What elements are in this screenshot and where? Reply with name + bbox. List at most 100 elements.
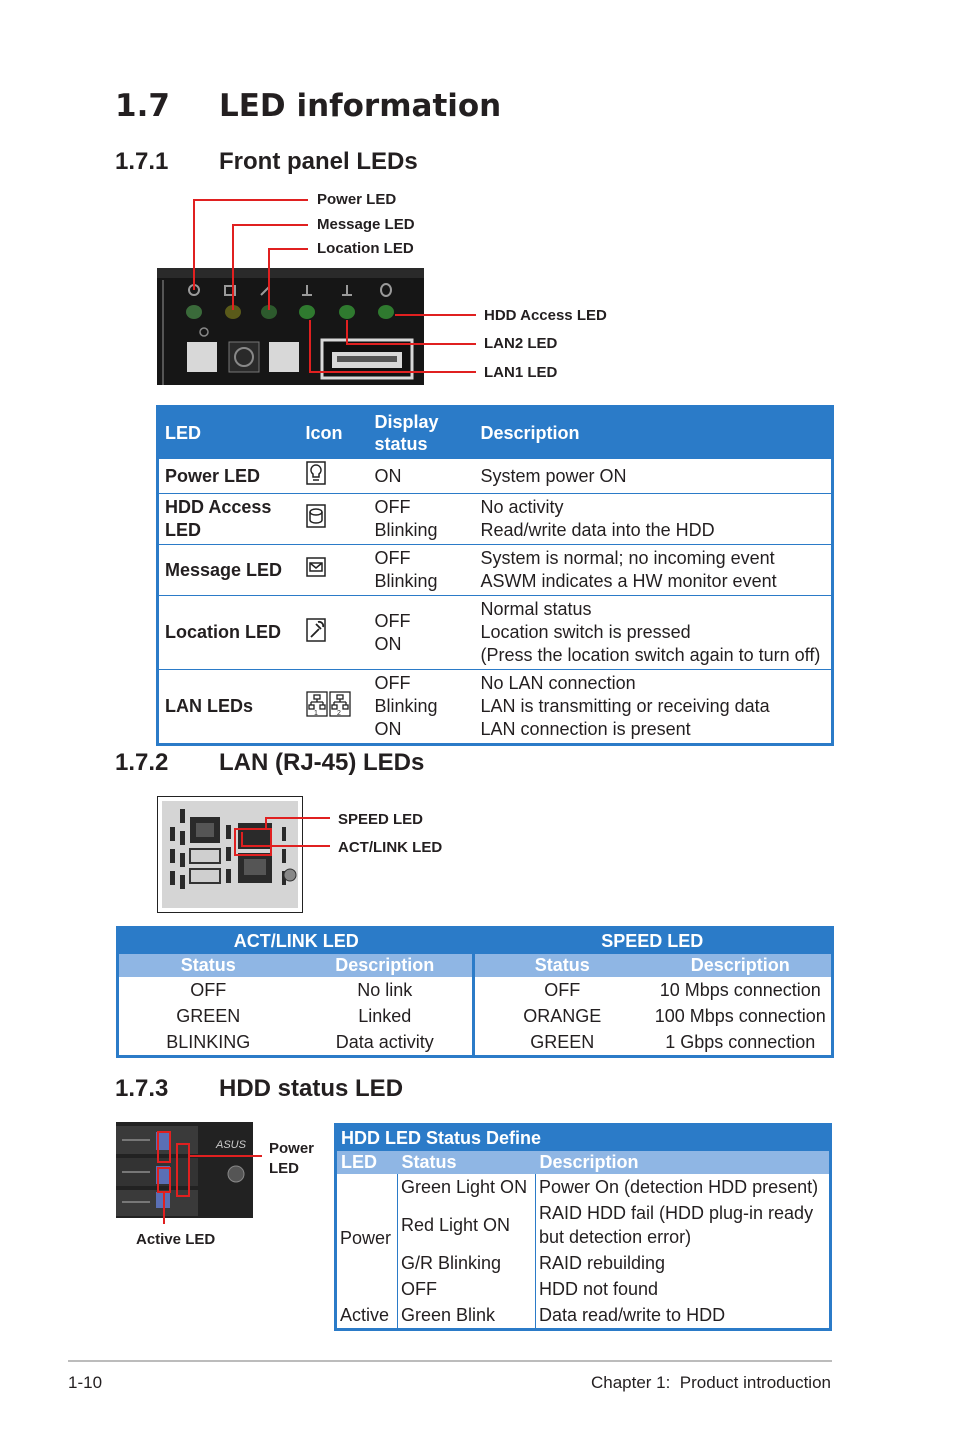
lightbulb-icon (299, 458, 369, 494)
act-description: No link (357, 980, 413, 1000)
header-act-link: ACT/LINK LED (117, 927, 474, 954)
table-sub-header-row: Status Description Status Description (117, 954, 833, 977)
hdd-description: Data read/write to HDD (535, 1302, 831, 1330)
led-active-label: Active (340, 1305, 390, 1325)
table-header-row: LED Status Description (335, 1151, 831, 1174)
lan1-icon-label: 1 (314, 710, 318, 717)
led-name: LAN LEDs (157, 669, 300, 745)
hdd-description: Power On (detection HDD present) (535, 1174, 831, 1200)
header-description: Description (474, 406, 833, 459)
act-description: Data activity (335, 1032, 434, 1052)
speed-description: 10 Mbps connection (659, 980, 821, 1000)
callout-power-led: Power LED (317, 191, 397, 208)
hdd-description: HDD not found (535, 1276, 831, 1302)
header-description: Description (535, 1151, 831, 1174)
table-row: OFF No link OFF 10 Mbps connection (118, 977, 833, 1003)
table-group-header-row: ACT/LINK LED SPEED LED (117, 927, 833, 954)
header-status: Status (117, 954, 298, 977)
table-row: Red Light ON RAID HDD fail (HDD plug-in … (336, 1200, 831, 1250)
act-status: GREEN (176, 1006, 241, 1026)
header-status: Status (397, 1151, 536, 1174)
header-icon: Icon (299, 406, 369, 459)
callout-message-led: Message LED (317, 216, 415, 233)
lan-led-table: ACT/LINK LED SPEED LED Status Descriptio… (116, 926, 834, 1058)
led-status: ON (368, 458, 475, 494)
header-description: Description (649, 954, 833, 977)
led-name: Location LED (157, 595, 300, 670)
hdd-status: G/R Blinking (397, 1250, 536, 1276)
hdd-status: Red Light ON (397, 1200, 536, 1250)
hdd-callout-lines (157, 1131, 262, 1224)
network-icon: 1 2 (299, 669, 369, 745)
hdd-description: RAID rebuilding (535, 1250, 831, 1276)
callout-act-link-led: ACT/LINK LED (338, 839, 443, 856)
act-status: BLINKING (166, 1032, 251, 1052)
header-speed: SPEED LED (473, 927, 833, 954)
lan2-icon-label: 2 (337, 710, 341, 717)
hdd-icon (299, 493, 369, 545)
header-status: Status (472, 954, 650, 977)
callout-location-led: Location LED (317, 240, 414, 257)
table-title-row: HDD LED Status Define (335, 1124, 831, 1151)
hdd-status: OFF (397, 1276, 536, 1302)
speed-status: OFF (472, 977, 650, 1003)
front-panel-callout-lines (193, 199, 476, 373)
location-icon (299, 595, 369, 670)
front-panel-photo (157, 268, 424, 385)
callout-active-led: Active LED (136, 1231, 216, 1248)
header-led: LED (157, 406, 300, 459)
header-description: Description (297, 954, 474, 977)
envelope-icon (299, 544, 369, 596)
footer-divider (68, 1360, 832, 1362)
callout-hdd-access-led: HDD Access LED (484, 307, 607, 324)
table-row: BLINKING Data activity GREEN 1 Gbps conn… (118, 1029, 833, 1057)
chapter-title: Chapter 1: Product introduction (590, 1373, 831, 1392)
table-row: GREEN Linked ORANGE 100 Mbps connection (118, 1003, 833, 1029)
hdd-status: Green Blink (397, 1302, 536, 1330)
led-name: Power LED (157, 458, 300, 494)
speed-status: GREEN (472, 1029, 650, 1057)
led-name: Message LED (157, 544, 300, 596)
front-panel-drawing (157, 268, 424, 385)
callout-lan1-led: LAN1 LED (484, 364, 558, 381)
led-power-label: Power (340, 1228, 392, 1248)
callout-speed-led: SPEED LED (338, 811, 424, 828)
hdd-status: Green Light ON (397, 1174, 536, 1200)
table-row: G/R Blinking RAID rebuilding (336, 1250, 831, 1276)
table-row: Power Green Light ON Power On (detection… (336, 1174, 831, 1248)
header-led: LED (335, 1151, 398, 1174)
act-description: Linked (358, 1006, 412, 1026)
table-row: Power LED ON System power ON (157, 458, 833, 494)
led-description: System power ON (474, 458, 833, 494)
act-status: OFF (190, 980, 227, 1000)
callout-lan2-led: LAN2 LED (484, 335, 558, 352)
table-title: HDD LED Status Define (335, 1124, 831, 1151)
speed-description: 100 Mbps connection (654, 1006, 826, 1026)
speed-description: 1 Gbps connection (665, 1032, 816, 1052)
table-row: OFF HDD not found (336, 1276, 831, 1302)
table-row: Active Green Blink Data read/write to HD… (336, 1302, 831, 1330)
asus-logo: ASUS (215, 1139, 247, 1151)
speed-status: ORANGE (472, 1003, 650, 1029)
